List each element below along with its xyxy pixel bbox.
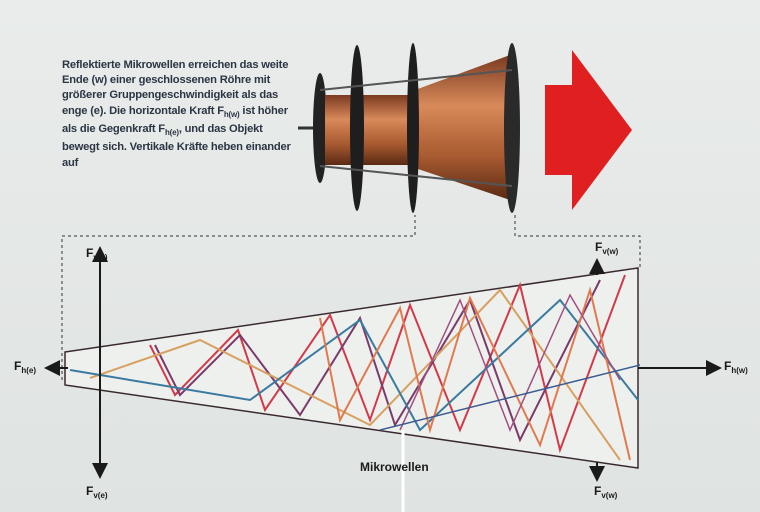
- caption-part: ist höher als die Gegenkraft F: [62, 104, 288, 136]
- label-fv-w-bottom: Fv(w): [594, 484, 618, 500]
- caption-text: Reflektierte Mikrowellen erreichen das w…: [62, 58, 302, 171]
- label-microwaves: Mikrowellen: [360, 460, 429, 474]
- emdrive-thruster: [298, 43, 520, 213]
- caption-sub: h(e): [164, 128, 179, 138]
- thrust-arrow: [545, 50, 632, 210]
- force-arrows: [44, 246, 722, 482]
- caption-part: Reflektierte Mikrowellen erreichen das w…: [62, 59, 289, 117]
- label-fv-w-top: Fv(w): [595, 240, 619, 256]
- caption-part: , und das Objekt bewegt sich. Vertikale …: [62, 123, 291, 169]
- label-fv-e-top: Fv(e): [86, 246, 108, 262]
- projection-dashed-line: [514, 215, 641, 270]
- label-fh-w: Fh(w): [724, 359, 748, 375]
- caption-sub: h(w): [223, 109, 240, 119]
- projection-dashed-line: [61, 215, 416, 380]
- label-fh-e: Fh(e): [14, 359, 36, 375]
- cavity-cross-section: [64, 267, 639, 469]
- microwave-rays: [69, 274, 641, 461]
- label-fv-e-bottom: Fv(e): [86, 484, 108, 500]
